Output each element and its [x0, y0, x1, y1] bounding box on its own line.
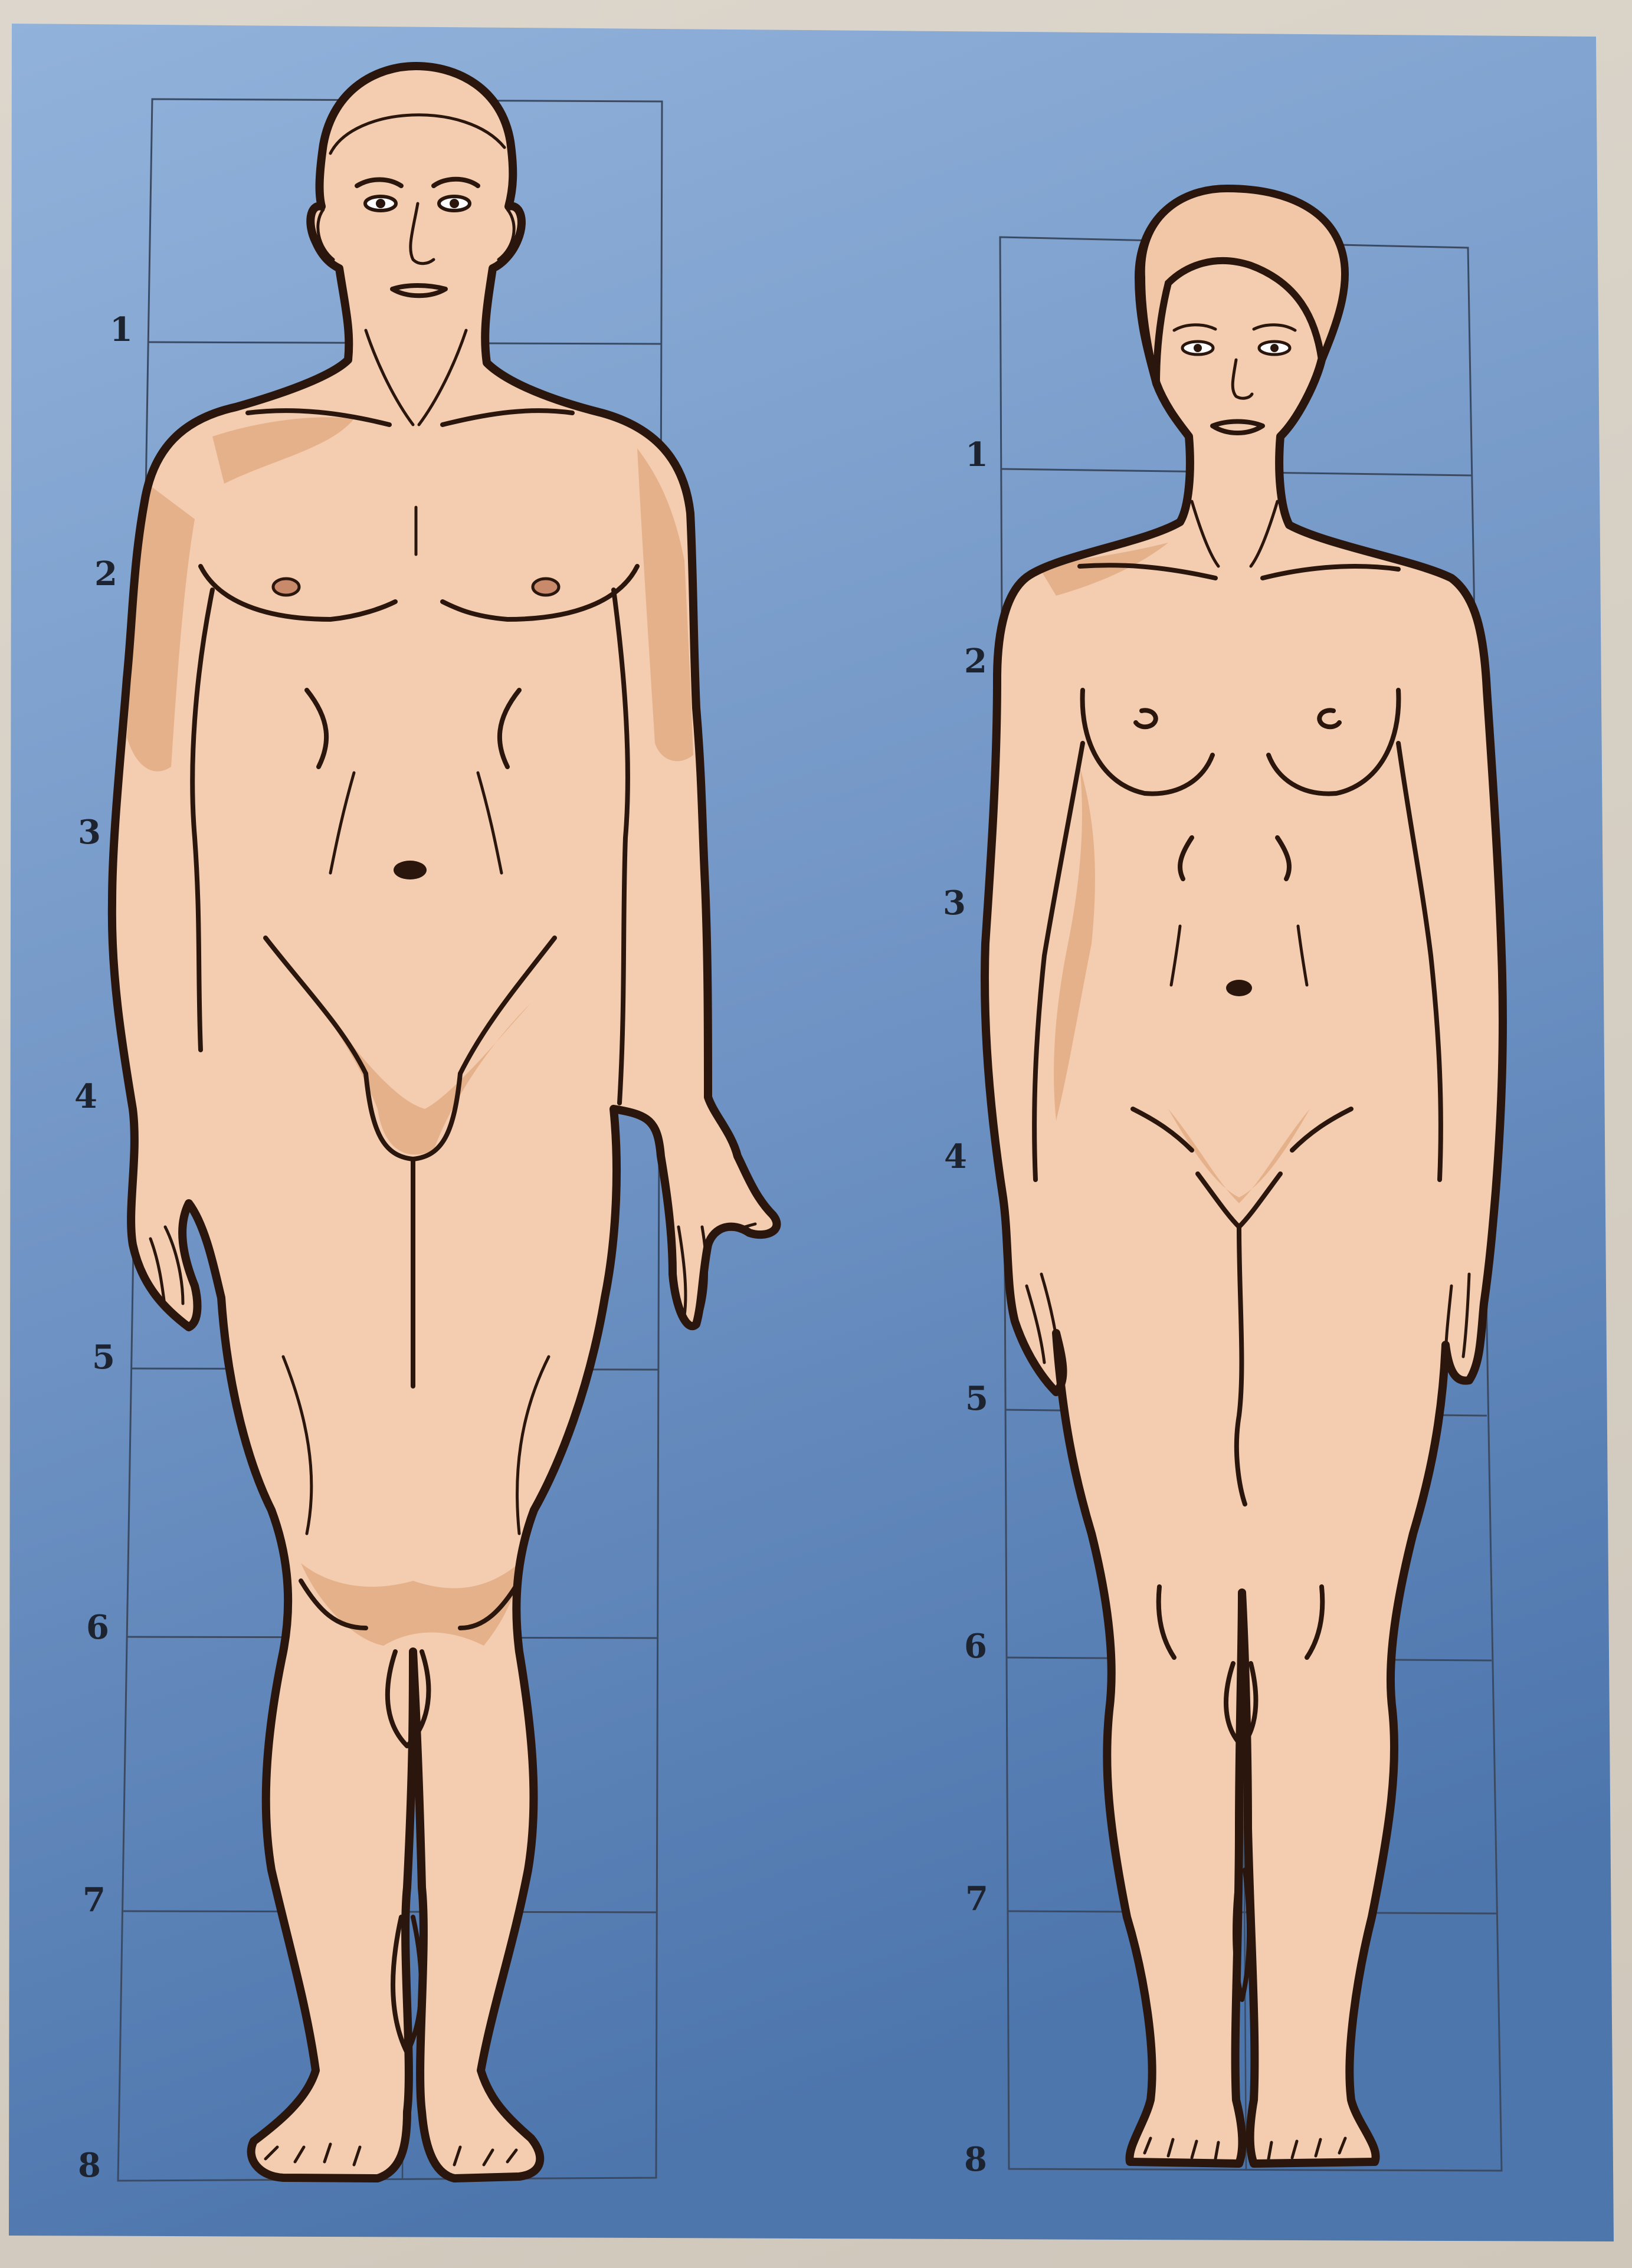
female-unit-1: 1: [965, 435, 988, 474]
male-unit-7: 7: [83, 1880, 106, 1919]
female-pupil-left: [1194, 344, 1202, 352]
male-nipple-left: [273, 579, 299, 595]
male-pupil-left: [376, 199, 385, 208]
male-navel: [394, 861, 427, 879]
female-unit-8: 8: [964, 2140, 987, 2179]
female-unit-6: 6: [964, 1627, 987, 1666]
male-unit-1: 1: [110, 310, 133, 349]
female-navel: [1226, 980, 1252, 996]
male-unit-4: 4: [74, 1077, 97, 1116]
female-unit-3: 3: [943, 884, 966, 923]
male-pupil-right: [450, 199, 459, 208]
male-unit-8: 8: [78, 2146, 101, 2185]
female-unit-7: 7: [965, 1879, 988, 1918]
female-unit-2: 2: [964, 642, 987, 681]
female-unit-5: 5: [965, 1379, 988, 1418]
male-unit-3: 3: [78, 813, 101, 852]
male-nipple-right: [533, 579, 559, 595]
male-unit-2: 2: [94, 554, 117, 593]
female-pupil-right: [1270, 344, 1279, 352]
female-unit-4: 4: [944, 1137, 967, 1176]
male-unit-6: 6: [86, 1608, 109, 1647]
male-unit-5: 5: [92, 1338, 115, 1377]
